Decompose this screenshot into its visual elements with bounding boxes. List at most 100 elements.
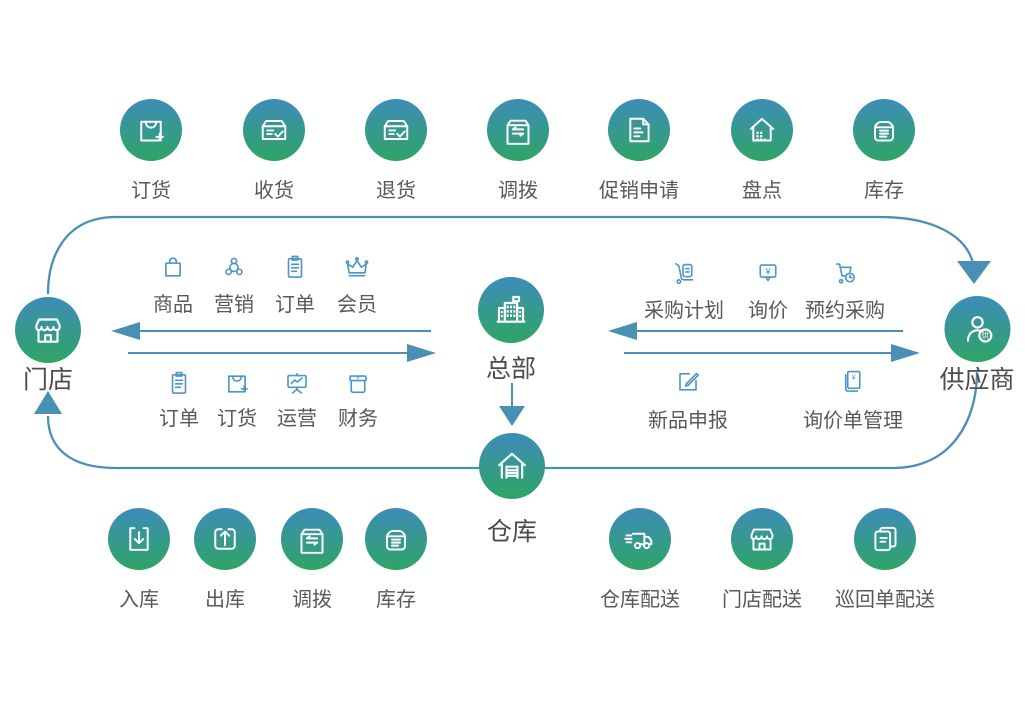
func-label: 营销 (214, 294, 254, 316)
person-badge-icon: 供 (943, 296, 1010, 362)
func-reserve-purchase: 预约采购 (805, 258, 885, 323)
arrowhead-to-warehouse (499, 406, 525, 426)
bag-plus-icon (222, 368, 252, 398)
func-label: 会员 (337, 294, 377, 316)
flow-item-promo-apply: 促销申请 (599, 99, 679, 203)
building-flag-icon (478, 277, 544, 343)
flow-item-inventory: 库存 (853, 99, 915, 203)
func-label: 采购计划 (644, 300, 724, 322)
flow-item-receive: 收货 (243, 99, 305, 203)
clipboard-icon (280, 252, 310, 282)
func-inquiry-mgmt: 询价单管理 (803, 366, 903, 433)
node-supplier: 供 供应商 (939, 296, 1015, 396)
flow-item-label: 退货 (376, 180, 416, 202)
box-swap-icon (487, 99, 549, 161)
clipboard-icon (164, 368, 194, 398)
flow-item-label: 仓库配送 (600, 589, 680, 611)
presentation-chart-icon (282, 368, 312, 398)
loop-bottom-line (46, 371, 979, 470)
flow-item-label: 订货 (131, 180, 171, 202)
flow-item-inbound: 入库 (108, 508, 170, 612)
house-dots-icon (731, 99, 793, 161)
arrowhead-to-hq-right (608, 322, 637, 340)
loop-arrowhead-down (957, 261, 991, 284)
func-operations: 运营 (277, 368, 317, 431)
cashbox-yen-icon (343, 368, 373, 398)
func-label: 商品 (153, 294, 193, 316)
box-lines-icon (853, 99, 915, 161)
arrowhead-to-supplier (891, 344, 920, 362)
box-swap-icon (281, 508, 343, 570)
func-member: 会员 (337, 252, 377, 317)
bag-icon (158, 252, 188, 282)
flow-item-label: 盘点 (742, 180, 782, 202)
func-label: 新品申报 (648, 410, 728, 432)
arrow-out-icon (194, 508, 256, 570)
node-store: 门店 (15, 297, 81, 396)
bag-plus-icon (120, 99, 182, 161)
func-label: 财务 (338, 408, 378, 430)
arrowhead-to-hq-left (407, 344, 436, 362)
flow-item-label: 收货 (254, 180, 294, 202)
cluster-icon (219, 252, 249, 282)
cart-document-icon (669, 258, 699, 288)
flow-item-label: 门店配送 (722, 589, 802, 611)
docs-stack-icon (854, 508, 916, 570)
flow-item-label: 入库 (119, 589, 159, 611)
func-inquiry: 询价 (748, 258, 788, 323)
document-icon (608, 99, 670, 161)
node-headquarters-label: 总部 (485, 355, 536, 383)
flow-item-inventory2: 库存 (365, 508, 427, 612)
box-check-icon (365, 99, 427, 161)
truck-icon (609, 508, 671, 570)
flow-item-label: 促销申请 (599, 180, 679, 202)
loop-top-line (46, 215, 975, 295)
box-lines-icon (365, 508, 427, 570)
node-warehouse-label: 仓库 (486, 518, 537, 546)
func-new-product: 新品申报 (648, 366, 728, 433)
flow-item-store-delivery: 门店配送 (722, 508, 802, 612)
edit-pencil-icon (673, 366, 703, 396)
flow-item-order: 订货 (120, 99, 182, 203)
crown-icon (342, 252, 372, 282)
node-headquarters: 总部 (478, 277, 544, 385)
flow-item-outbound: 出库 (194, 508, 256, 612)
flow-item-return: 退货 (365, 99, 427, 203)
cart-clock-icon (830, 258, 860, 288)
flow-item-label: 调拨 (292, 589, 332, 611)
func-label: 预约采购 (805, 300, 885, 322)
func-purchase-plan: 采购计划 (644, 258, 724, 323)
node-warehouse: 仓库 (479, 433, 545, 548)
flow-item-label: 库存 (376, 589, 416, 611)
flow-item-label: 库存 (864, 180, 904, 202)
func-finance: 财务 (338, 368, 378, 431)
flow-item-tour-delivery: 巡回单配送 (835, 508, 935, 612)
storefront-icon (731, 508, 793, 570)
document-yen-icon (838, 366, 868, 396)
func-marketing: 营销 (214, 252, 254, 317)
func-label: 订单 (275, 294, 315, 316)
flow-item-stocktake: 盘点 (731, 99, 793, 203)
arrow-in-icon (108, 508, 170, 570)
flow-item-label: 巡回单配送 (835, 589, 935, 611)
supplier-badge-char: 供 (981, 331, 989, 340)
node-supplier-label: 供应商 (939, 366, 1015, 394)
flow-item-transfer2: 调拨 (281, 508, 343, 612)
flow-item-label: 出库 (205, 589, 245, 611)
arrowhead-to-store (111, 322, 140, 340)
func-label: 订货 (217, 408, 257, 430)
flow-item-label: 调拨 (498, 180, 538, 202)
func-label: 运营 (277, 408, 317, 430)
warehouse-icon (479, 433, 545, 499)
flow-item-warehouse-delivery: 仓库配送 (600, 508, 680, 612)
func-label: 订单 (159, 408, 199, 430)
func-label: 询价单管理 (803, 410, 903, 432)
box-check-icon (243, 99, 305, 161)
func-product: 商品 (153, 252, 193, 317)
bubble-yen-icon (753, 258, 783, 288)
func-order: 订单 (275, 252, 315, 317)
storefront-icon (15, 297, 81, 363)
node-store-label: 门店 (22, 366, 73, 394)
func-label: 询价 (748, 300, 788, 322)
